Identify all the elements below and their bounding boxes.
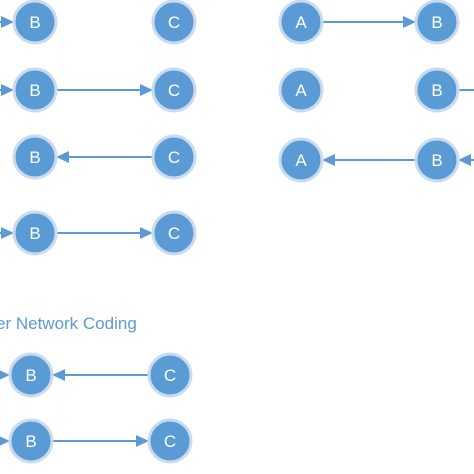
edge-offscreen-left-to-l4b xyxy=(0,227,14,239)
edge-b1c-to-b1b xyxy=(52,369,149,381)
edge-r3b-to-r3a xyxy=(322,154,416,166)
node-label: A xyxy=(295,151,307,170)
arrow-head xyxy=(52,369,65,381)
node-label: C xyxy=(168,224,180,243)
node-circle xyxy=(414,0,460,45)
node-circle xyxy=(151,67,197,113)
node-b-l1b: B xyxy=(12,0,58,45)
node-circle xyxy=(8,352,54,398)
node-label: B xyxy=(25,366,36,385)
node-b-l3b: B xyxy=(12,134,58,180)
node-label: B xyxy=(431,151,442,170)
node-circle xyxy=(12,0,58,45)
arrow-head xyxy=(403,16,416,28)
edge-offscreen-left-to-b2b xyxy=(0,436,10,446)
node-label: A xyxy=(295,81,307,100)
arrow-head xyxy=(0,436,10,446)
node-circle xyxy=(151,0,197,45)
node-a-r2a: A xyxy=(278,67,324,113)
node-b-l2b: B xyxy=(12,67,58,113)
node-circle xyxy=(8,418,54,464)
node-b-r3b: B xyxy=(414,137,460,183)
node-circle xyxy=(414,137,460,183)
edges-layer xyxy=(0,16,474,447)
node-b-b1b: B xyxy=(8,352,54,398)
node-label: B xyxy=(29,13,40,32)
node-label: B xyxy=(29,224,40,243)
node-c-l2c: C xyxy=(151,67,197,113)
node-circle xyxy=(12,134,58,180)
node-b-r2b: B xyxy=(414,67,460,113)
node-circle xyxy=(151,134,197,180)
node-circle xyxy=(414,67,460,113)
node-label: C xyxy=(168,13,180,32)
edge-l2b-to-l2c xyxy=(56,84,153,96)
node-label: A xyxy=(295,13,307,32)
edge-b2b-to-b2c xyxy=(52,435,149,447)
edge-l4b-to-l4c xyxy=(56,227,153,239)
node-label: B xyxy=(431,81,442,100)
node-c-l4c: C xyxy=(151,210,197,256)
edge-l3c-to-l3b xyxy=(56,151,153,163)
node-a-r1a: A xyxy=(278,0,324,45)
edge-offscreen-right-to-r3b xyxy=(458,154,474,166)
arrow-head xyxy=(1,227,14,239)
node-b-b2b: B xyxy=(8,418,54,464)
arrow-head xyxy=(140,84,153,96)
edge-offscreen-left-to-l1b xyxy=(0,16,14,28)
node-label: C xyxy=(164,366,176,385)
network-coding-caption: er Network Coding xyxy=(0,314,137,333)
node-label: C xyxy=(164,432,176,451)
node-circle xyxy=(147,352,193,398)
edge-offscreen-left-to-b1b xyxy=(0,370,10,380)
node-circle xyxy=(278,67,324,113)
node-a-r3a: A xyxy=(278,137,324,183)
arrow-head xyxy=(1,16,14,28)
node-c-b2c: C xyxy=(147,418,193,464)
arrow-head xyxy=(136,435,149,447)
node-label: B xyxy=(29,148,40,167)
node-circle xyxy=(147,418,193,464)
node-c-l1c: C xyxy=(151,0,197,45)
node-circle xyxy=(151,210,197,256)
arrow-head xyxy=(458,154,471,166)
arrow-head xyxy=(140,227,153,239)
node-label: B xyxy=(25,432,36,451)
node-circle xyxy=(12,210,58,256)
node-label: B xyxy=(29,81,40,100)
arrow-head xyxy=(1,84,14,96)
node-c-b1c: C xyxy=(147,352,193,398)
node-label: C xyxy=(168,148,180,167)
arrow-head xyxy=(56,151,69,163)
node-circle xyxy=(278,137,324,183)
nodes-layer: B C B C B C B C A B A B A B B C B C xyxy=(8,0,460,464)
edge-offscreen-left-to-l2b xyxy=(0,84,14,96)
node-b-r1b: B xyxy=(414,0,460,45)
node-label: B xyxy=(431,13,442,32)
node-label: C xyxy=(168,81,180,100)
node-circle xyxy=(278,0,324,45)
node-c-l3c: C xyxy=(151,134,197,180)
node-circle xyxy=(12,67,58,113)
node-b-l4b: B xyxy=(12,210,58,256)
edge-r1a-to-r1b xyxy=(322,16,416,28)
arrow-head xyxy=(322,154,335,166)
arrow-head xyxy=(0,370,10,380)
